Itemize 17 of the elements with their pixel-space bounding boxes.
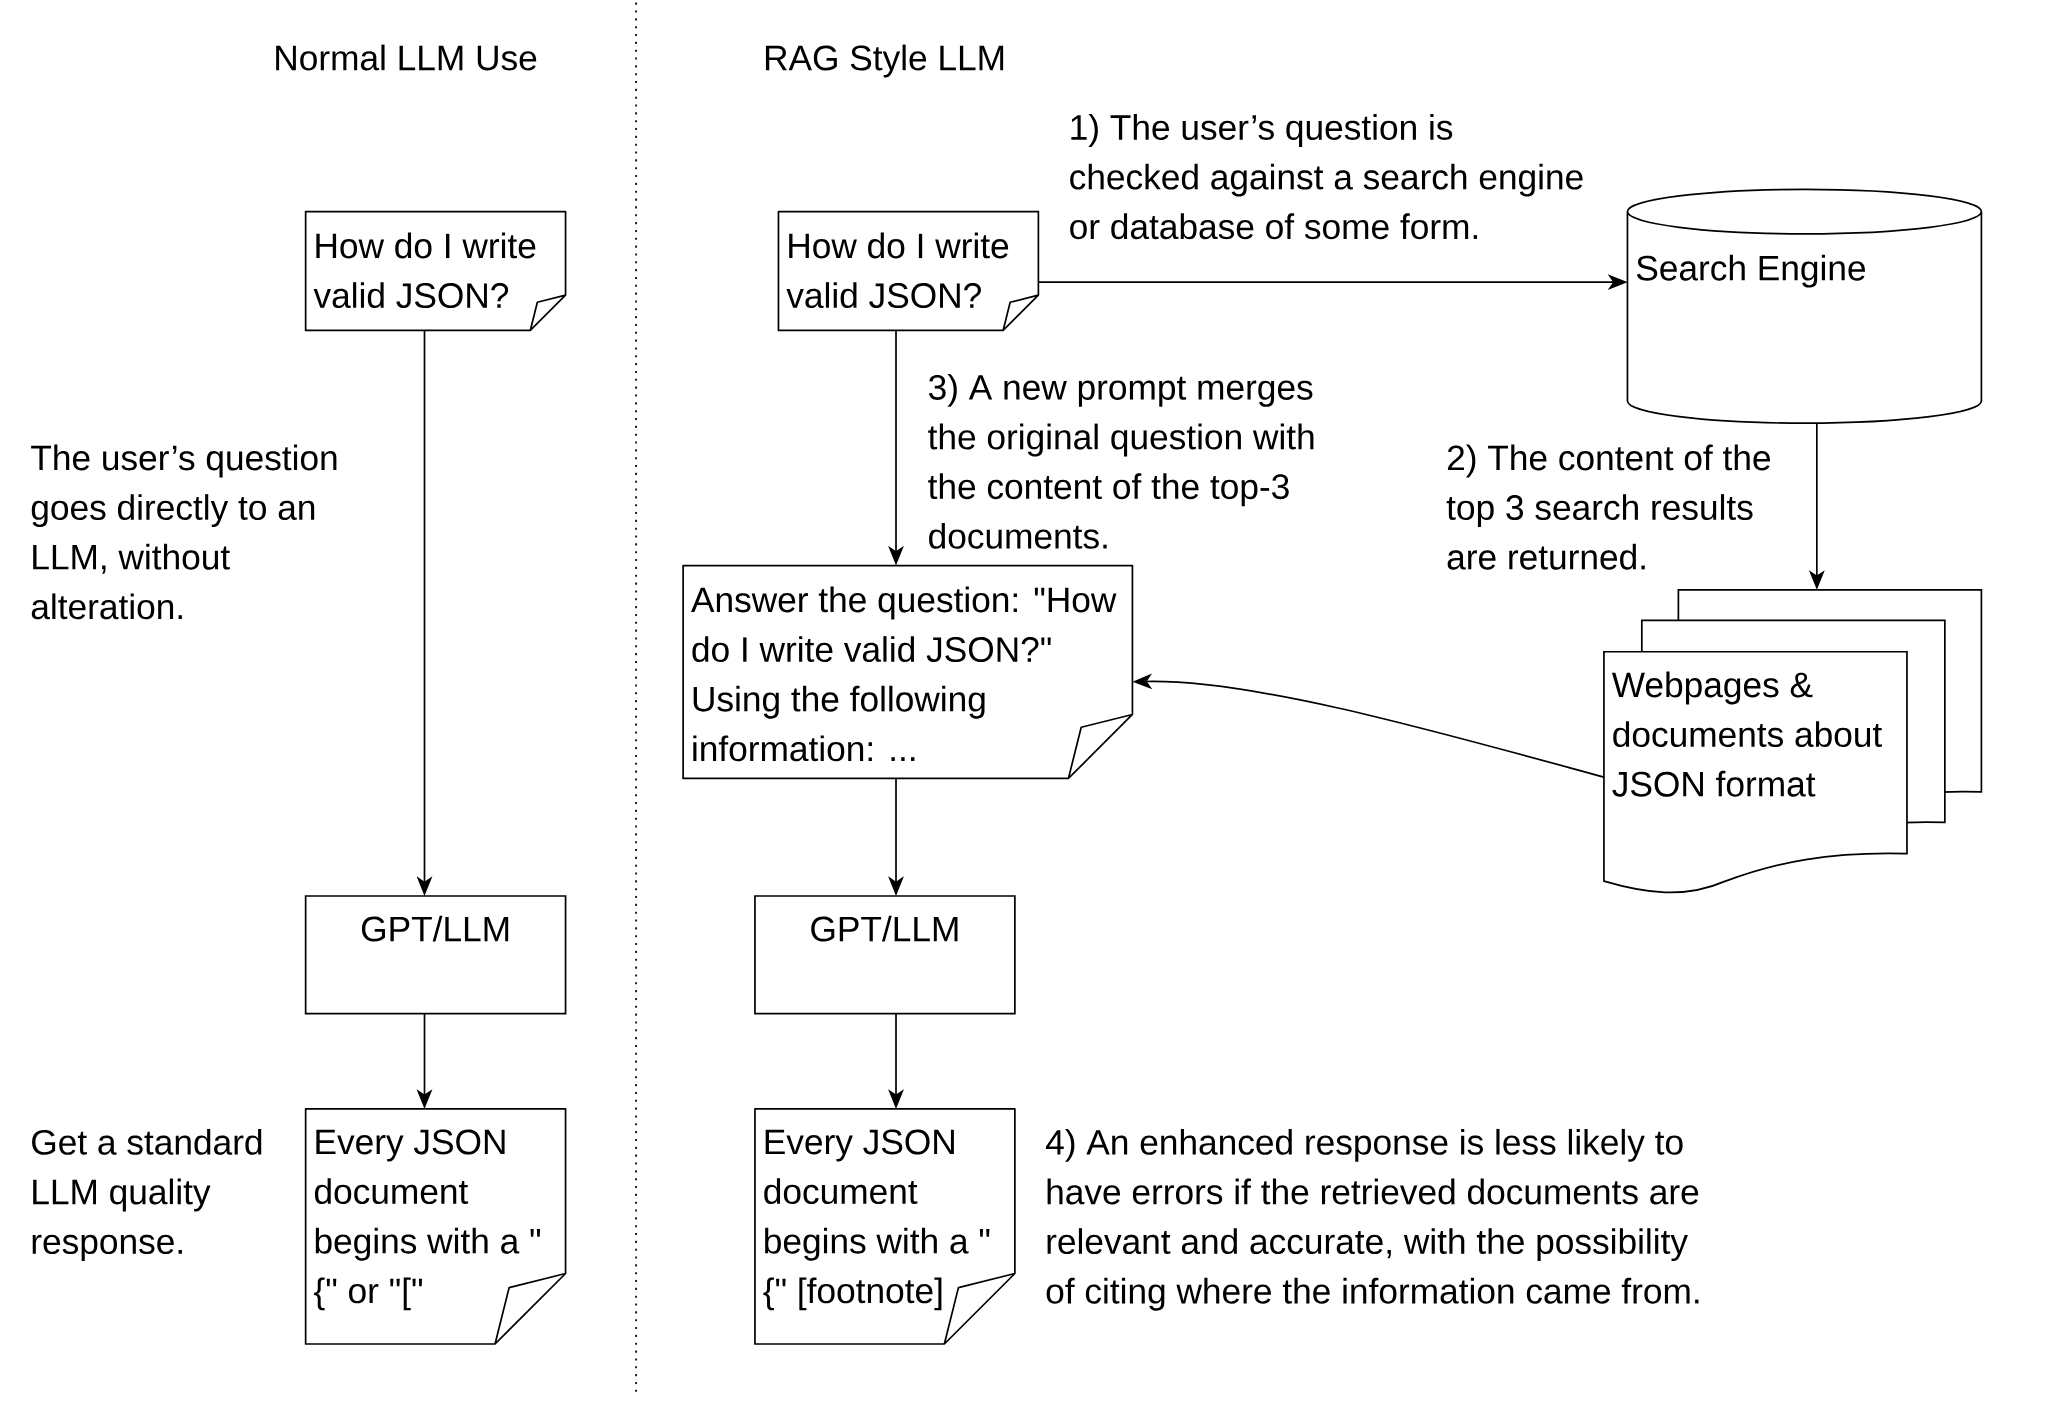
panel-title: RAG Style LLM — [765, 44, 1004, 78]
edge-label: The user’s question goes directly to an LLM, without alteration. — [30, 435, 362, 620]
note-box: How do I write valid JSON? — [777, 210, 1040, 332]
edge-label: 3) A new prompt merges the original question with the content of the top-3 documents. — [927, 364, 1344, 549]
note-box: Every JSON document begins with a " {" [footnote] — [754, 1108, 1016, 1345]
note-box: Every JSON document begins with a " {" or "[" — [304, 1108, 567, 1345]
annotation-text: 4) An enhanced response is less likely to have errors if the retrieved documents are relevant and accurate, with the possibility of citing where the information came from. — [1046, 1128, 1699, 1311]
note-box: Answer the question: "How do I write valid JSON?" Using the following information: ... — [682, 564, 1134, 780]
document-stack: Webpages & documents about JSON format — [1603, 588, 1983, 894]
annotation-text: Get a standard LLM quality response. — [32, 1128, 262, 1262]
database-cylinder: Search Engine — [1626, 188, 1983, 424]
process-box: GPT/LLM — [754, 895, 1016, 1015]
process-box: GPT/LLM — [304, 895, 567, 1015]
panel-title: Normal LLM Use — [276, 44, 537, 71]
note-box: How do I write valid JSON? — [304, 210, 567, 332]
edge-label: 2) The content of the top 3 search results are returned. — [1446, 435, 1792, 570]
edge-label: 1) The user’s question is checked against a search engine or database of some form. — [1068, 104, 1590, 240]
